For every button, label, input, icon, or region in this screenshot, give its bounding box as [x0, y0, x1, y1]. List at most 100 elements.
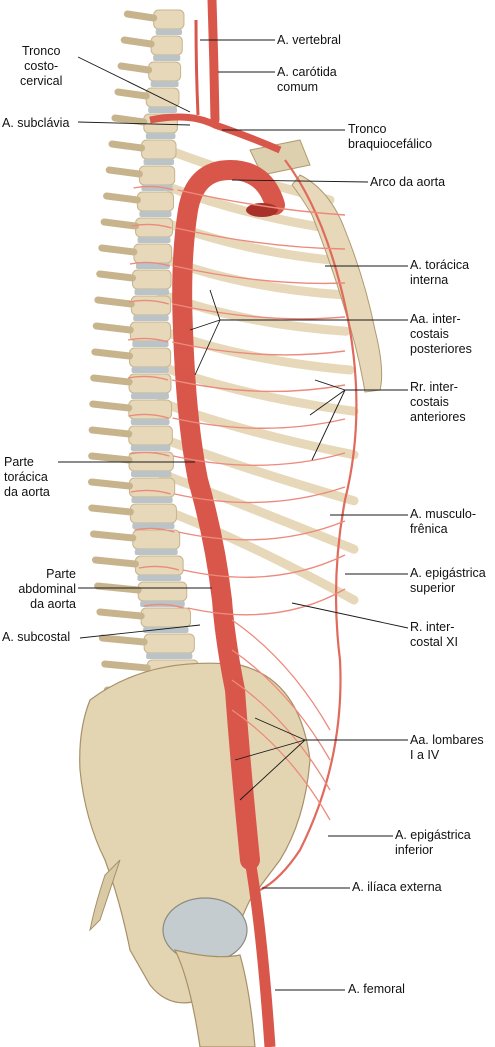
pelvis [79, 662, 311, 1047]
subclavian-artery [149, 113, 282, 154]
intercostal-artery [172, 303, 346, 320]
label-intercostal-xi: R. inter- costal XI [410, 620, 458, 649]
spinous-process [100, 218, 140, 230]
spinous-process [88, 452, 133, 464]
spinous-process [98, 634, 148, 646]
vertebra [153, 9, 185, 30]
common-carotid-artery [207, 0, 220, 125]
intervertebral-disc [143, 159, 174, 165]
leader-line [77, 121, 191, 126]
vertebra [131, 269, 172, 290]
intervertebral-disc [139, 211, 172, 217]
rib [157, 469, 359, 554]
spinous-process [120, 36, 155, 48]
vertebra [148, 61, 182, 82]
dorsal-branch [133, 185, 174, 191]
intercostal-artery [174, 486, 346, 504]
intercostal-artery [178, 520, 346, 541]
spinous-process [96, 608, 145, 620]
intervertebral-disc [148, 107, 177, 113]
spinous-process [108, 140, 146, 152]
vertebral-column [88, 9, 203, 711]
intervertebral-disc [134, 549, 178, 555]
label-superior-epigastric: A. epigástrica superior [410, 566, 486, 595]
femoral-artery [244, 859, 276, 1047]
intervertebral-disc [133, 315, 169, 321]
intervertebral-disc [134, 289, 170, 295]
vertebra [128, 399, 173, 420]
label-subclavian: A. subclávia [2, 116, 70, 130]
vertebra [129, 503, 177, 524]
intervertebral-disc [137, 237, 171, 243]
vertebra [141, 139, 177, 160]
label-external-iliac: A. ilíaca externa [352, 880, 442, 894]
spinous-process [123, 10, 158, 22]
dorsal-branch [138, 565, 180, 571]
leader-line [77, 56, 191, 113]
vertebra [129, 347, 172, 368]
label-internal-thoracic: A. torácica interna [410, 258, 470, 287]
vertebra [138, 165, 176, 186]
label-inferior-epigastric: A. epigástrica inferior [395, 828, 471, 857]
leader-line [234, 717, 408, 801]
intercostal-artery [173, 265, 346, 285]
label-anterior-intercostal-branches: Rr. inter- costais anteriores [410, 380, 466, 424]
vertebra [137, 581, 188, 602]
vertebra [140, 607, 192, 628]
dorsal-branch [129, 451, 170, 457]
dorsal-branch [129, 261, 171, 267]
intercostal-artery [175, 227, 346, 250]
vertebra [132, 529, 181, 550]
dorsal-branch [128, 337, 169, 343]
lumbar-artery [231, 649, 331, 761]
intervertebral-disc [130, 471, 172, 477]
leader-line [231, 179, 369, 183]
dorsal-branch [134, 527, 175, 533]
intercostal-artery [173, 452, 346, 466]
spinous-process [117, 62, 153, 74]
spinous-process [96, 270, 136, 282]
spinous-process [88, 478, 133, 490]
dorsal-branch [131, 223, 172, 229]
vertebra [143, 633, 195, 654]
intervertebral-disc [143, 627, 189, 633]
intercostal-artery [177, 189, 346, 216]
spinous-process [92, 556, 139, 568]
dorsal-branch [127, 375, 169, 381]
spinous-process [90, 530, 137, 542]
intervertebral-disc [132, 341, 169, 347]
label-abdominal-aorta: Parte abdominal da aorta [18, 567, 76, 611]
label-musculophrenic: A. musculo- frênica [410, 507, 476, 536]
spinous-process [114, 88, 150, 100]
label-vertebral: A. vertebral [277, 33, 341, 47]
leader-line [79, 624, 201, 639]
spinous-process [101, 660, 151, 672]
vertebra [128, 477, 176, 498]
internal-thoracic-artery [259, 159, 358, 891]
spinous-process [89, 400, 133, 412]
intercostal-artery [182, 554, 346, 578]
dorsal-branch [143, 603, 185, 609]
intercostal-artery [187, 588, 346, 616]
lumbar-artery [231, 679, 331, 791]
spinous-process [88, 504, 134, 516]
vertebra [133, 243, 173, 264]
spinous-process [92, 322, 134, 334]
spinous-process [111, 114, 148, 126]
intervertebral-disc [130, 445, 171, 451]
intercostal-artery [171, 379, 346, 393]
aorta [172, 159, 285, 870]
dorsal-branch [128, 299, 169, 305]
vertebra [136, 191, 175, 212]
label-subcostal: A. subcostal [2, 630, 71, 644]
vertebra [130, 295, 172, 316]
intervertebral-disc [131, 497, 173, 503]
vertebral-artery [194, 19, 200, 116]
vertebra [135, 217, 174, 238]
dorsal-branch [128, 413, 169, 419]
femur [173, 949, 256, 1047]
vertebra [128, 425, 173, 446]
dorsal-branch [130, 489, 171, 495]
spinous-process [88, 426, 133, 438]
